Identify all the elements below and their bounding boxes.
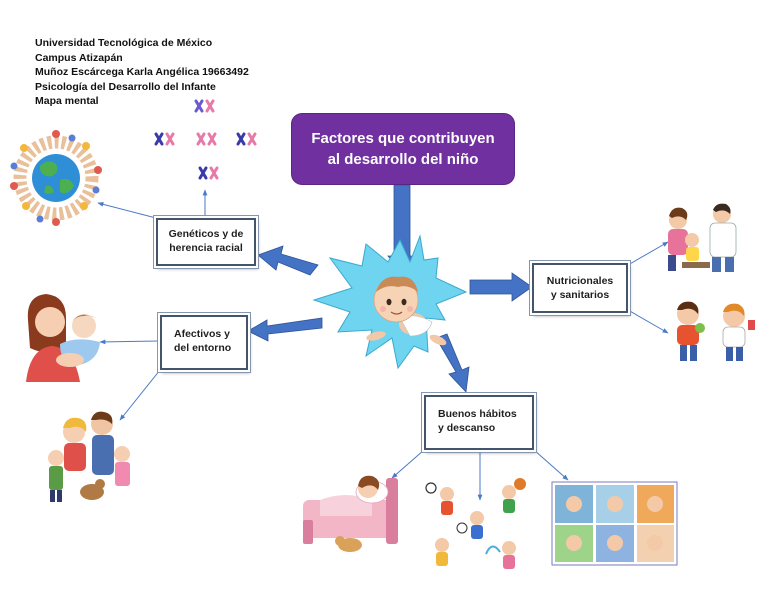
node-habits-line1: Buenos hábitos — [438, 408, 517, 420]
arrow-center-to-affective — [247, 317, 323, 342]
header-campus: Campus Atizapán — [35, 51, 123, 64]
node-habits-line2: y descanso — [438, 422, 496, 434]
kids-eating-illustration — [677, 301, 755, 361]
world-children-illustration — [10, 130, 102, 226]
header-author: Muñoz Escárcega Karla Angélica 19663492 — [35, 66, 249, 78]
mother-baby-illustration — [26, 294, 100, 382]
node-affective-line2: del entorno — [174, 342, 232, 354]
chromosomes-illustration — [154, 99, 257, 180]
central-topic-line2: al desarrollo del niño — [327, 151, 479, 168]
sleeping-child-illustration — [303, 475, 398, 552]
node-nutrition-health: Nutricionales y sanitarios — [532, 263, 628, 313]
baby-illustration — [366, 276, 447, 346]
connector-nutrition-kids — [627, 309, 669, 334]
connector-habits-hygiene — [533, 449, 569, 481]
node-genetic-heritage: Genéticos y de herencia racial — [156, 218, 256, 266]
header-university: Universidad Tecnológica de México — [35, 37, 213, 49]
header-course: Psicología del Desarrollo del Infante — [35, 80, 216, 93]
doctor-visit-illustration — [668, 203, 737, 272]
header-doc-type: Mapa mental — [35, 95, 99, 107]
connector-habits-sleep — [391, 449, 425, 479]
node-affective-environment: Afectivos y del entorno — [160, 315, 248, 370]
arrow-center-to-genetic — [257, 245, 319, 276]
connector-affective-mother — [99, 339, 161, 345]
arrow-center-to-nutrition — [469, 272, 533, 302]
connector-genetic-world — [97, 202, 157, 219]
kids-sports-illustration — [425, 478, 526, 569]
central-topic-line1: Factores que contribuyen — [311, 130, 495, 147]
hygiene-collage-illustration — [551, 481, 678, 566]
central-topic-box: Factores que contribuyen al desarrollo d… — [292, 114, 514, 184]
arrow-center-to-habits — [435, 333, 470, 393]
node-genetic-line2: herencia racial — [169, 242, 243, 254]
node-affective-line1: Afectivos y — [174, 328, 231, 340]
connector-lines — [97, 189, 669, 501]
node-genetic-line1: Genéticos y de — [168, 228, 244, 240]
block-arrows — [247, 184, 533, 393]
author-header: Universidad Tecnológica de México Campus… — [35, 36, 249, 109]
connector-nutrition-doctor — [627, 241, 669, 266]
node-nutrition-line1: Nutricionales — [546, 275, 614, 287]
family-illustration — [48, 411, 130, 502]
connector-affective-family — [119, 369, 161, 421]
node-nutrition-line2: y sanitarios — [550, 289, 610, 301]
node-habits-rest: Buenos hábitos y descanso — [424, 395, 534, 450]
